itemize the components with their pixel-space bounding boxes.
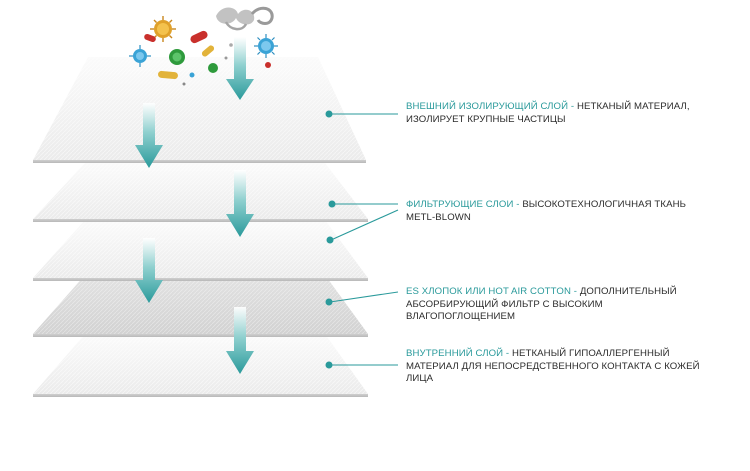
smoke-icon: [216, 6, 274, 31]
bacteria-icon: [169, 49, 185, 65]
layer-separator: -: [570, 286, 580, 297]
layer-sheet-cotton: [33, 275, 368, 337]
label-filter-layers: ФИЛЬТРУЮЩИЕ СЛОИ - ВЫСОКОТЕХНОЛОГИЧНАЯ Т…: [406, 199, 706, 224]
bacteria-icon: [208, 63, 218, 73]
leader-lines: [329, 113, 399, 366]
layer-sheet-inner: [33, 334, 368, 397]
layer-description: ДОПОЛНИТЕЛЬНЫЙ АБСОРБИРУЮЩИЙ ФИЛЬТР С ВЫ…: [406, 286, 677, 322]
bacteria-icon: [144, 33, 156, 43]
layer-term: ВНЕШНИЙ ИЗОЛИРУЮЩИЙ СЛОЙ: [406, 101, 569, 112]
bacteria-icon: [190, 30, 208, 44]
layer-description: ВЫСОКОТЕХНОЛОГИЧНАЯ ТКАНЬ METL-BLOWN: [406, 199, 687, 223]
bacteria-icon: [150, 16, 176, 42]
down-arrow-icon: [226, 307, 254, 374]
layer-separator: -: [503, 348, 512, 359]
down-arrow-icon: [135, 103, 163, 168]
bacteria-icon: [201, 45, 215, 57]
layer-term: ФИЛЬТРУЮЩИЕ СЛОИ: [406, 199, 514, 210]
label-cotton-layer: ES ХЛОПОК ИЛИ HOT AIR COTTON - ДОПОЛНИТЕ…: [406, 286, 711, 324]
layer-description: НЕТКАНЫЙ ГИПОАЛЛЕРГЕННЫЙ МАТЕРИАЛ ДЛЯ НЕ…: [406, 348, 700, 384]
layer-term: ВНУТРЕННИЙ СЛОЙ: [406, 348, 504, 359]
down-arrow-icon: [226, 170, 254, 237]
label-inner-layer: ВНУТРЕННИЙ СЛОЙ - НЕТКАНЫЙ ГИПОАЛЛЕРГЕНН…: [406, 348, 706, 386]
virus-icon: [129, 45, 151, 67]
layer-separator: -: [513, 199, 523, 210]
virus-icon: [254, 34, 278, 58]
leader-dots: [325, 110, 336, 369]
bacteria-icon: [158, 70, 178, 80]
layer-separator: -: [568, 101, 577, 112]
layer-sheet-filter-2: [33, 220, 368, 281]
layer-description: НЕТКАНЫЙ МАТЕРИАЛ, ИЗОЛИРУЕТ КРУПНЫЕ ЧАС…: [406, 101, 690, 125]
down-arrow-icon: [135, 238, 163, 303]
dust-icon: [182, 43, 271, 86]
label-outer-layer: ВНЕШНИЙ ИЗОЛИРУЮЩИЙ СЛОЙ - НЕТКАНЫЙ МАТЕ…: [406, 101, 706, 126]
layer-sheet-outer: [33, 57, 366, 163]
layer-term: ES ХЛОПОК ИЛИ HOT AIR COTTON: [406, 286, 571, 297]
contaminants: [129, 6, 278, 86]
down-arrow-icon: [226, 37, 254, 100]
layer-sheet-filter-1: [33, 163, 368, 222]
